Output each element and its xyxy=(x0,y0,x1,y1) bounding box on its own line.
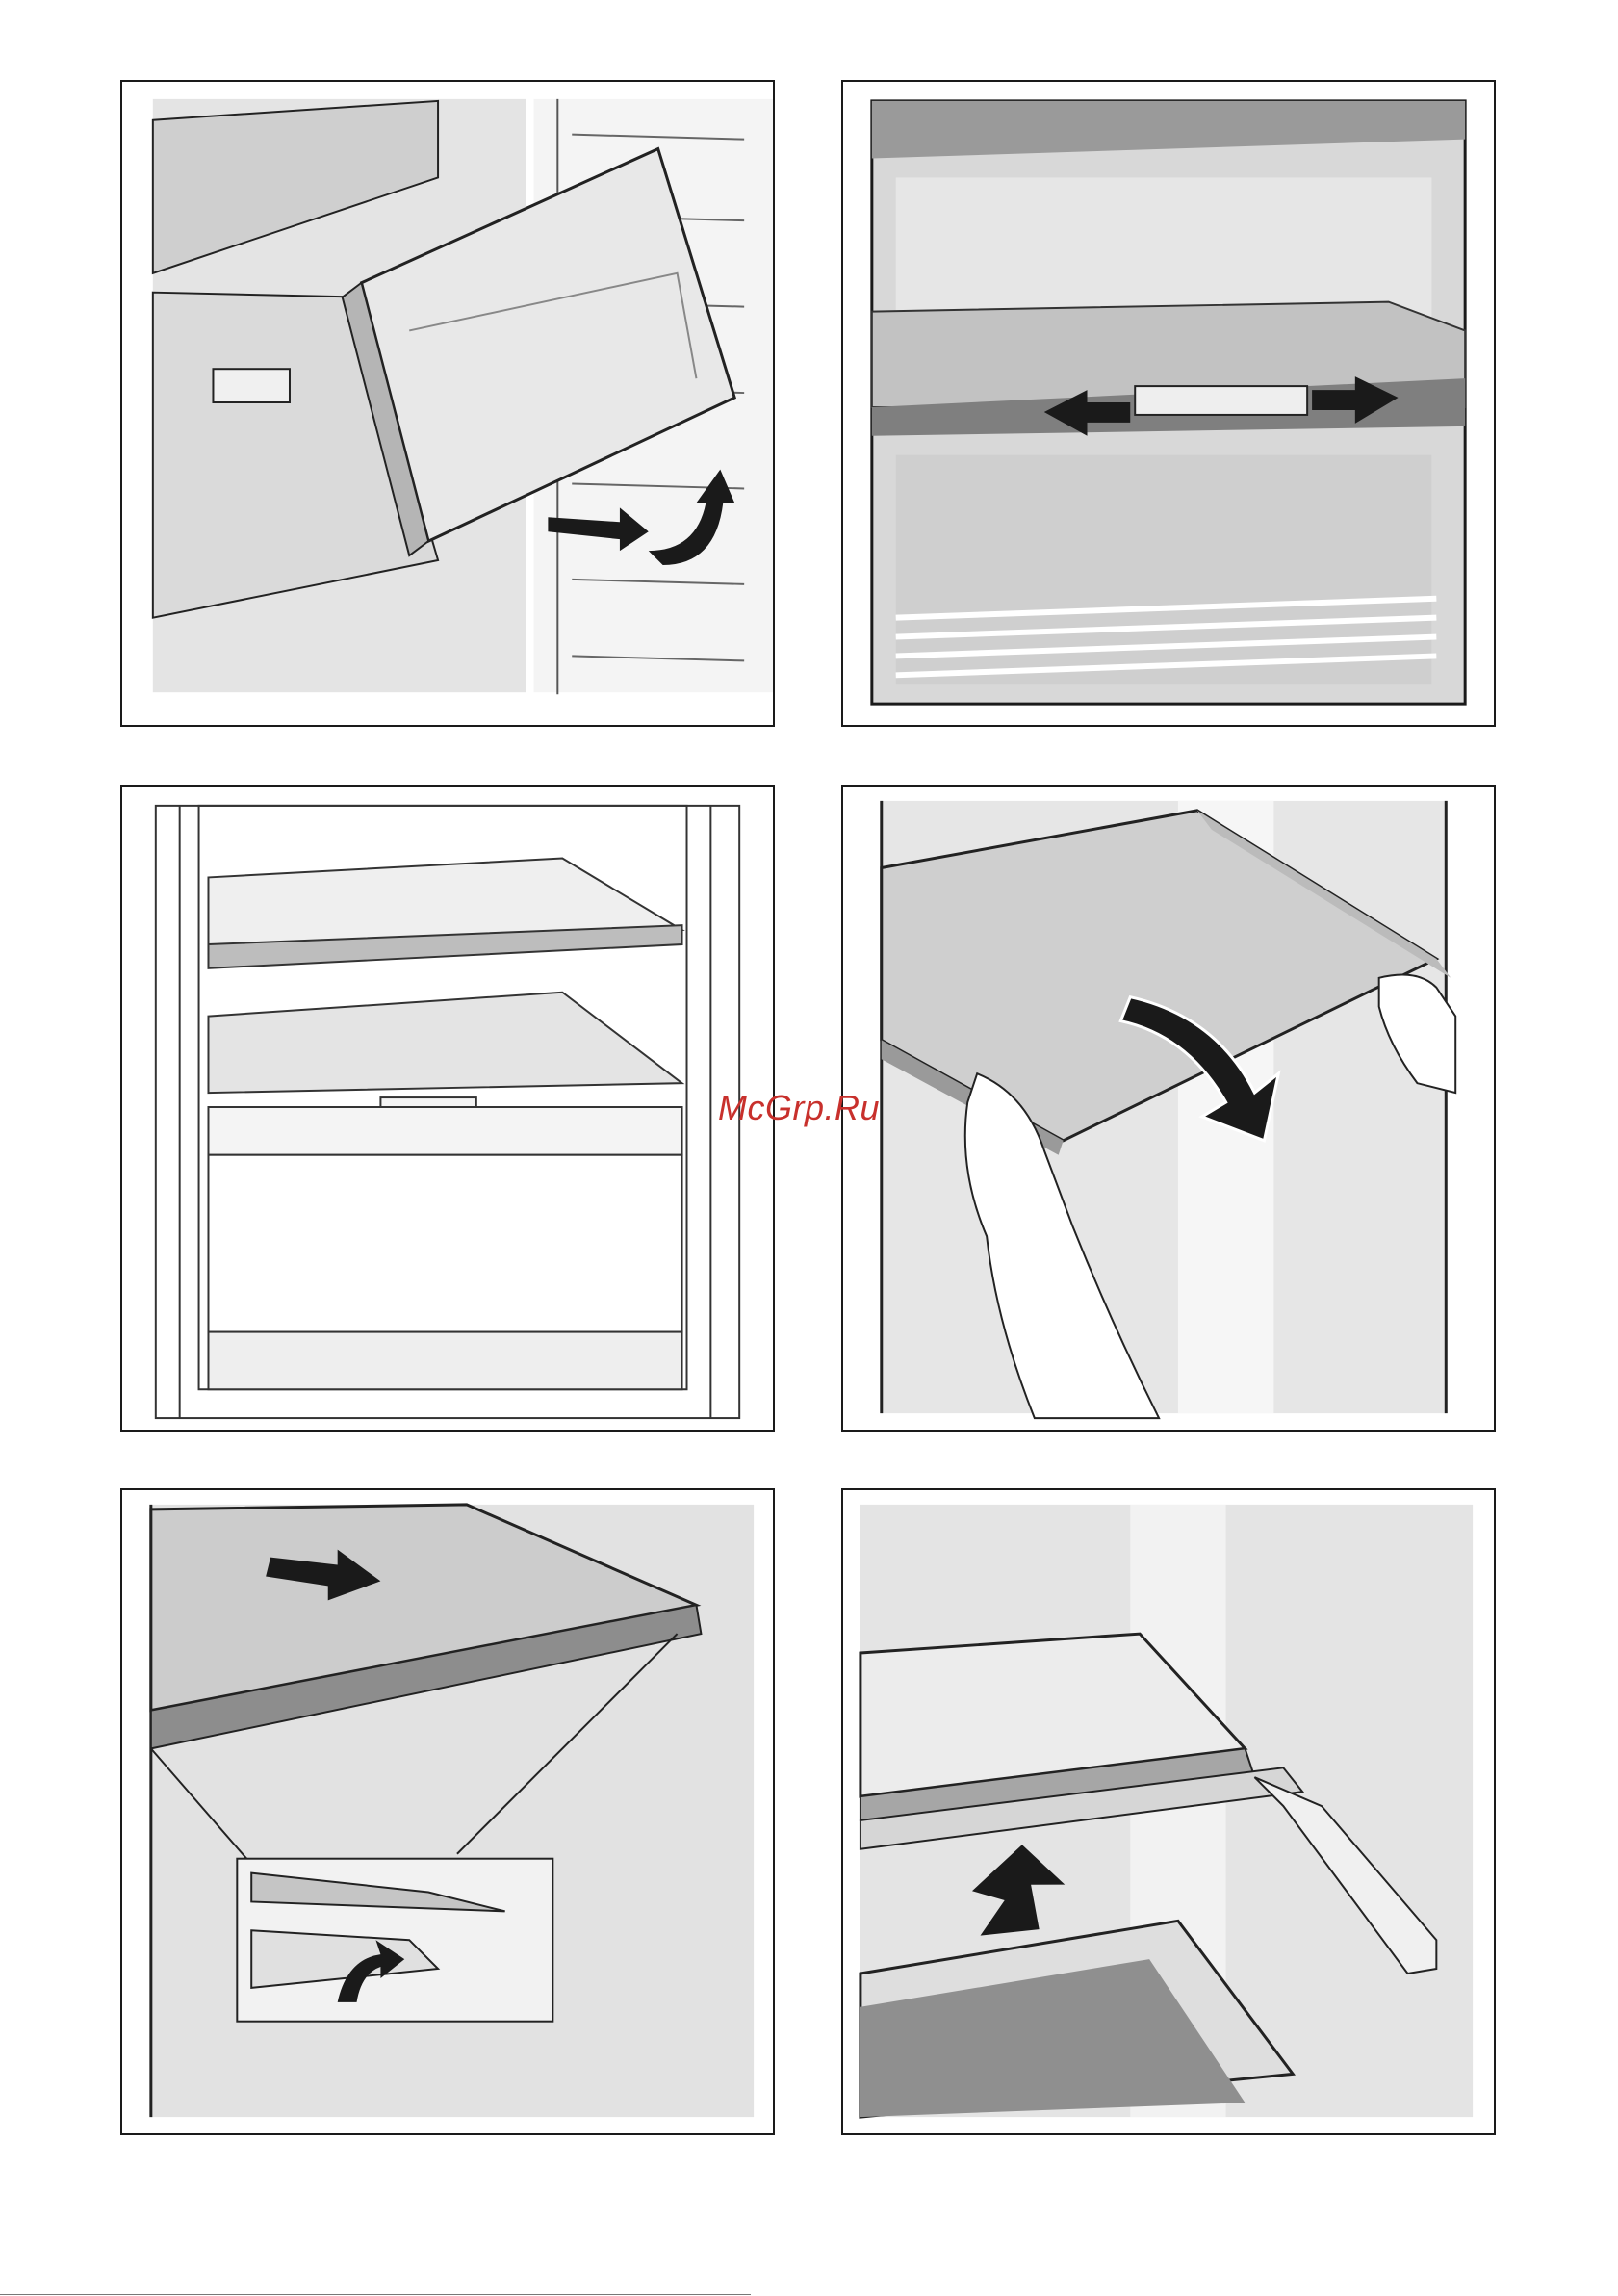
figure-drawer-removal xyxy=(120,80,775,727)
shelf-insert-icon xyxy=(843,1490,1494,2133)
footer-rule xyxy=(0,2294,751,2295)
fridge-interior-icon xyxy=(122,787,773,1430)
shelf-divider-slide-icon xyxy=(843,82,1494,725)
drawer-removal-icon xyxy=(122,82,773,725)
figure-shelf-trim-clip xyxy=(120,1488,775,2135)
figure-fridge-interior xyxy=(120,785,775,1432)
figure-shelf-divider xyxy=(841,80,1496,727)
shelf-trim-clip-icon xyxy=(122,1490,773,2133)
watermark-text: McGrp.Ru xyxy=(718,1088,880,1128)
glass-shelf-removal-icon xyxy=(843,787,1494,1430)
figure-shelf-insert xyxy=(841,1488,1496,2135)
figure-glass-shelf-removal xyxy=(841,785,1496,1432)
